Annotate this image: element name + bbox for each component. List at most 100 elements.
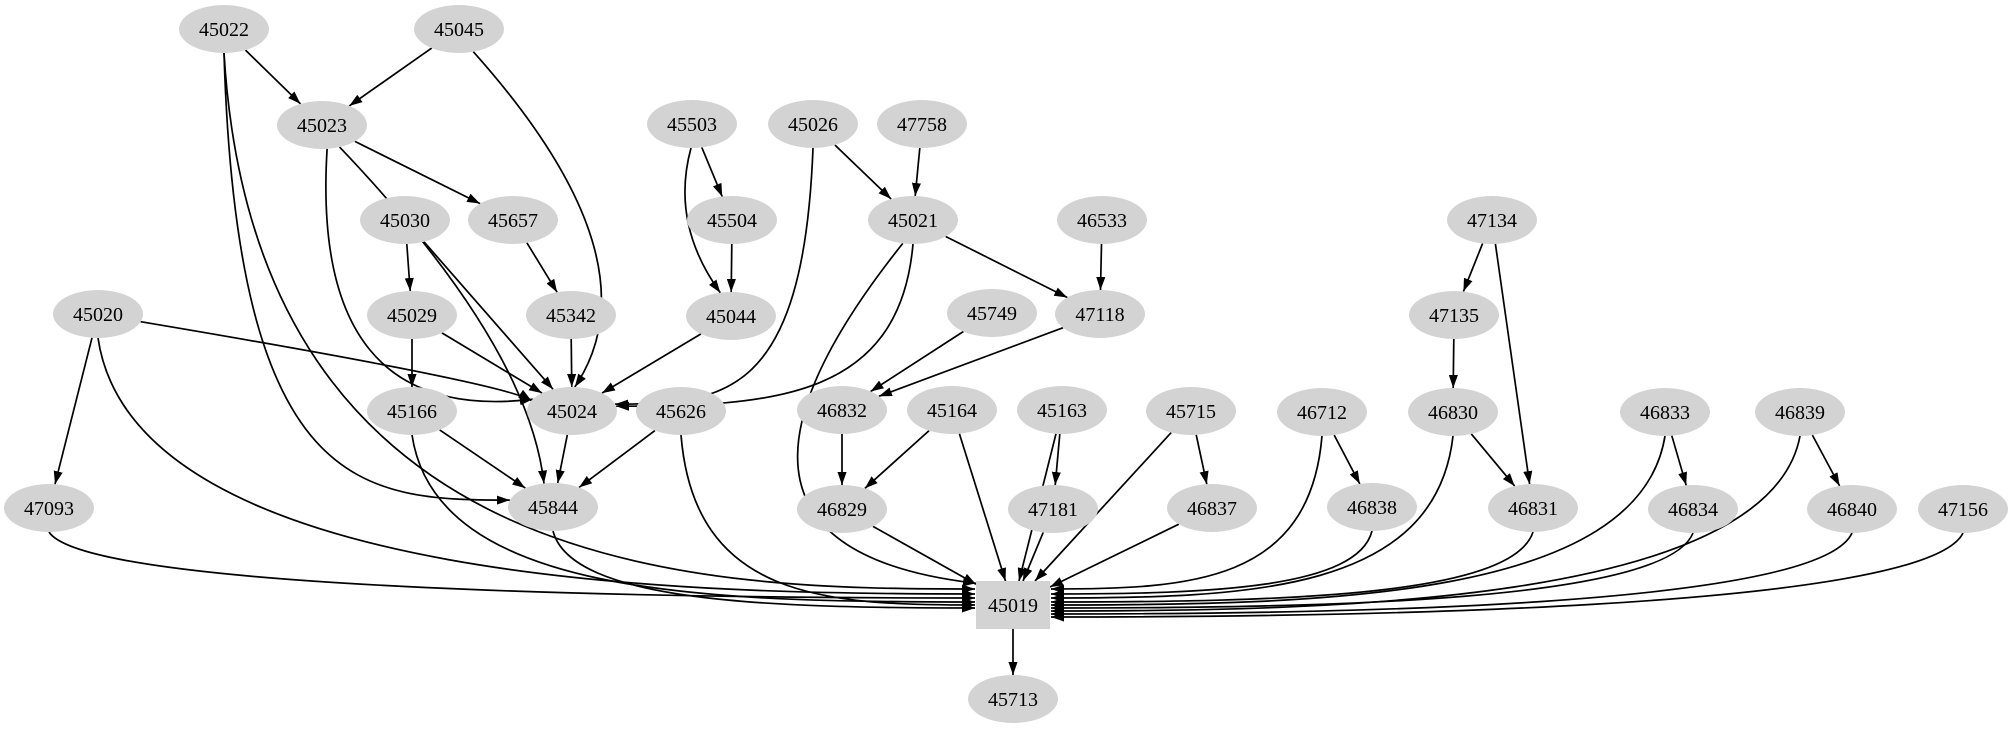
node-label: 45657 [488, 210, 538, 232]
graph-node-47135: 47135 [1409, 291, 1499, 339]
node-ellipse-shape [1488, 484, 1578, 532]
node-label: 47135 [1429, 305, 1479, 327]
graph-node-45022: 45022 [179, 5, 269, 53]
edge-46831-to-45019 [1050, 531, 1534, 607]
edge-45023-to-45657 [354, 140, 481, 205]
node-label: 45626 [656, 401, 706, 423]
node-ellipse-shape [1918, 485, 2008, 533]
node-label: 45844 [528, 497, 578, 519]
node-label: 45030 [380, 210, 430, 232]
graph-node-45045: 45045 [414, 5, 504, 53]
graph-node-46839: 46839 [1755, 388, 1845, 436]
node-label: 45026 [788, 114, 838, 136]
edge-47156-to-45019 [1050, 532, 1964, 622]
node-label: 47134 [1467, 210, 1517, 232]
edge-45030-to-45029 [404, 243, 414, 292]
node-ellipse-shape [1146, 387, 1236, 435]
graph-node-46838: 46838 [1327, 483, 1417, 531]
edge-45020-to-45019 [97, 337, 976, 599]
edge-45021-to-47118 [945, 235, 1068, 299]
node-label: 47156 [1938, 499, 1988, 521]
node-label: 45021 [888, 210, 938, 232]
node-label: 45503 [667, 114, 717, 136]
node-label: 47118 [1075, 304, 1124, 326]
node-label: 45715 [1166, 401, 1216, 423]
node-ellipse-shape [179, 5, 269, 53]
node-label: 46533 [1077, 210, 1127, 232]
graph-node-45626: 45626 [636, 387, 726, 435]
node-label: 47758 [897, 114, 947, 136]
graph-node-45024: 45024 [527, 387, 617, 435]
node-ellipse-shape [1409, 291, 1499, 339]
node-label: 46834 [1668, 499, 1718, 521]
graph-node-46712: 46712 [1277, 388, 1367, 436]
edge-46834-to-45019 [1050, 532, 1694, 613]
node-ellipse-shape [367, 387, 457, 435]
graph-node-45019: 45019 [976, 581, 1050, 629]
edge-46712-to-46838 [1333, 434, 1361, 485]
graph-node-45503: 45503 [647, 100, 737, 148]
node-label: 45504 [707, 210, 757, 232]
node-ellipse-shape [968, 675, 1058, 723]
edge-46839-to-45019 [1050, 435, 1801, 616]
edge-45503-to-45504 [701, 147, 723, 197]
edge-47181-to-45019 [1022, 532, 1044, 582]
edge-46838-to-45019 [1050, 530, 1373, 599]
edge-45166-to-45019 [411, 434, 976, 607]
graph-node-45044: 45044 [686, 292, 776, 340]
graph-node-45021: 45021 [868, 196, 958, 244]
edge-47134-to-46831 [1494, 243, 1533, 485]
node-label: 45342 [546, 305, 596, 327]
graph-node-45029: 45029 [367, 291, 457, 339]
node-ellipse-shape [636, 387, 726, 435]
edge-46830-to-46831 [1470, 433, 1516, 487]
node-label: 45020 [73, 304, 123, 326]
edge-45749-to-46832 [870, 330, 964, 393]
graph-node-47181: 47181 [1008, 485, 1098, 533]
node-ellipse-shape [526, 291, 616, 339]
graph-node-45030: 45030 [360, 196, 450, 244]
graph-node-46834: 46834 [1648, 485, 1738, 533]
node-label: 45163 [1037, 400, 1087, 422]
edge-46533-to-47118 [1096, 243, 1106, 291]
graph-node-45023: 45023 [277, 101, 367, 149]
node-label: 45749 [967, 303, 1017, 325]
edge-47093-to-45019 [48, 531, 976, 603]
node-label: 45023 [297, 115, 347, 137]
edge-46837-to-45019 [1049, 523, 1180, 588]
node-label: 45029 [387, 305, 437, 327]
edge-45715-to-45019 [1034, 432, 1172, 582]
graph-node-45020: 45020 [53, 290, 143, 338]
node-label: 46831 [1508, 498, 1558, 520]
edge-45026-to-45024 [615, 147, 814, 409]
node-label: 46839 [1775, 402, 1825, 424]
node-ellipse-shape [4, 484, 94, 532]
node-ellipse-shape [508, 483, 598, 531]
node-ellipse-shape [877, 100, 967, 148]
node-ellipse-shape [468, 196, 558, 244]
edge-45021-to-45019 [796, 242, 977, 587]
node-ellipse-shape [367, 291, 457, 339]
graph-node-45163: 45163 [1017, 386, 1107, 434]
node-ellipse-shape [53, 290, 143, 338]
node-label: 46829 [817, 499, 867, 521]
graph-node-45342: 45342 [526, 291, 616, 339]
node-ellipse-shape [527, 387, 617, 435]
nodes-layer: 45022 45045 45023 45503 45026 47758 45030 45657… [4, 5, 2008, 723]
edge-46839-to-46840 [1811, 434, 1841, 487]
graph-node-46840: 46840 [1807, 485, 1897, 533]
node-label: 45045 [434, 19, 484, 41]
node-ellipse-shape [868, 196, 958, 244]
edge-46840-to-45019 [1050, 532, 1853, 619]
edge-45030-to-45024 [423, 241, 554, 390]
edge-45342-to-45024 [567, 338, 577, 388]
edge-45844-to-45019 [552, 530, 976, 613]
graph-node-46833: 46833 [1620, 388, 1710, 436]
node-ellipse-shape [647, 100, 737, 148]
edge-45029-to-45024 [441, 332, 543, 394]
graph-node-45844: 45844 [508, 483, 598, 531]
node-ellipse-shape [1055, 290, 1145, 338]
edge-45163-to-47181 [1051, 433, 1061, 486]
edge-45164-to-46829 [864, 429, 930, 490]
